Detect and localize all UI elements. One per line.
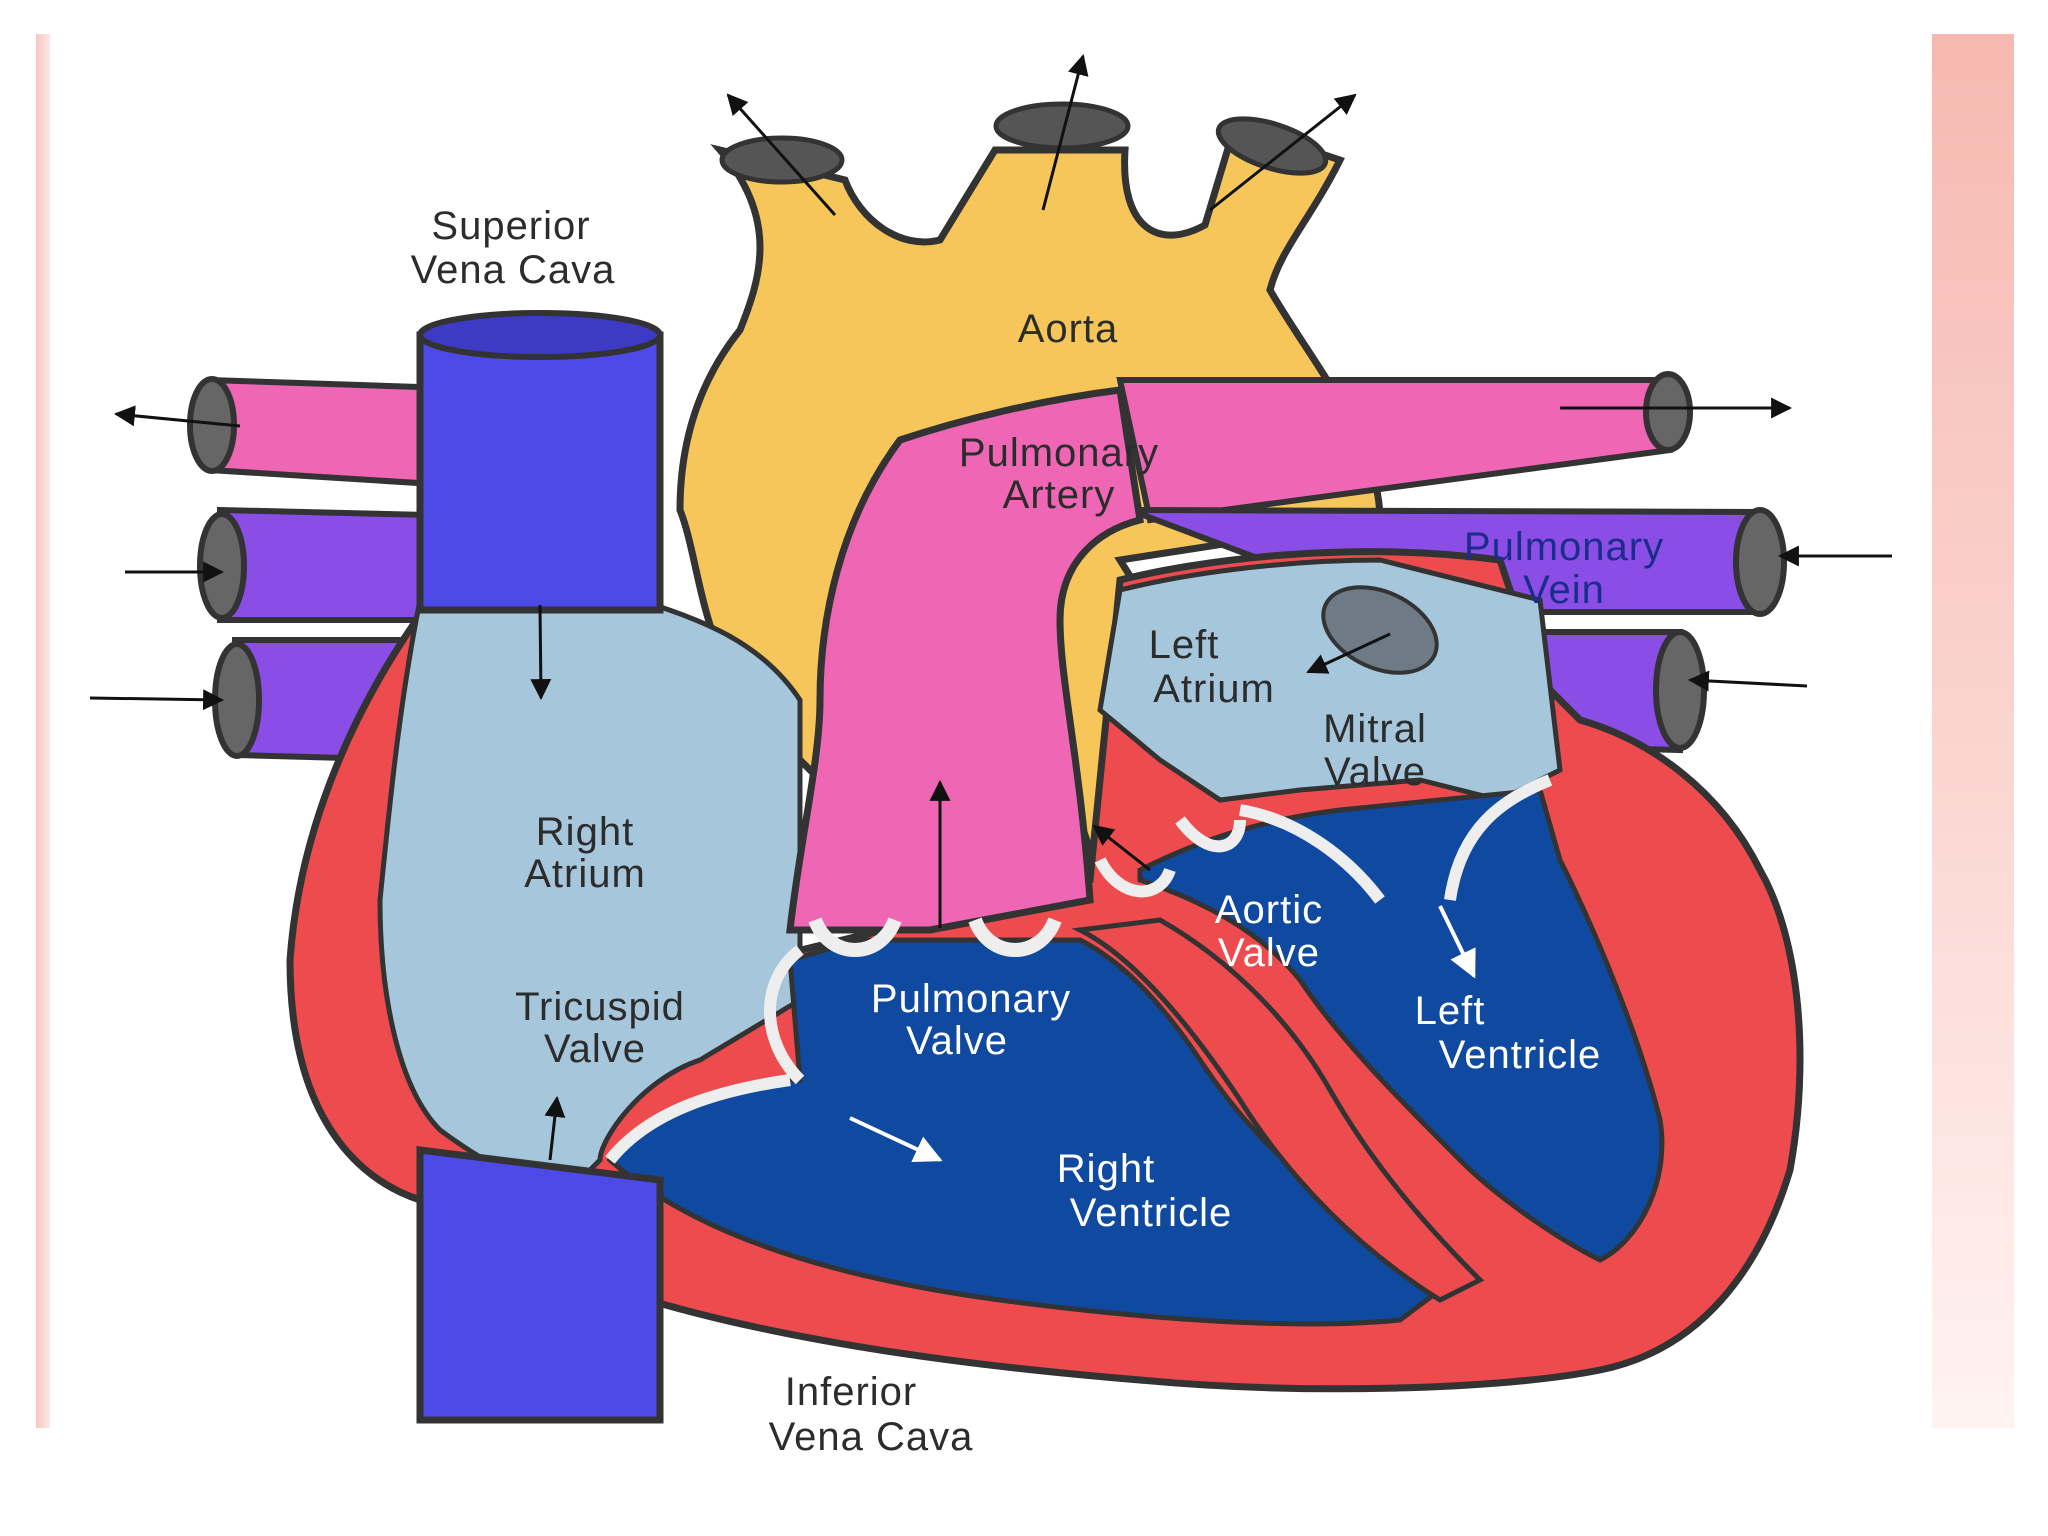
label-pulmonary-artery-line1: Pulmonary xyxy=(959,431,1159,475)
pulmonary-artery-trunk xyxy=(786,386,1144,934)
label-tricuspid-valve-line2: Valve xyxy=(544,1027,646,1071)
right-border-strip xyxy=(1932,34,2014,1428)
label-aortic-valve-line1: Aortic xyxy=(1215,888,1323,932)
label-left-ventricle-line1: Left xyxy=(1415,989,1486,1033)
left-border-strip xyxy=(36,34,50,1428)
label-left-atrium-line2: Atrium xyxy=(1153,667,1275,711)
label-mitral-valve-line1: Mitral xyxy=(1323,707,1427,751)
label-superior-vena-cava-line1: Superior xyxy=(431,204,590,248)
pulmonary-valve xyxy=(808,917,1062,957)
label-pulmonary-vein-line1: Pulmonary xyxy=(1464,525,1664,569)
label-left-ventricle-line2: Ventricle xyxy=(1439,1033,1601,1077)
inferior-vena-cava xyxy=(416,1146,664,1424)
label-pulmonary-vein-line2: Vein xyxy=(1523,568,1605,612)
label-superior-vena-cava-line2: Vena Cava xyxy=(411,248,616,292)
left-pulmonary-vein-upper xyxy=(197,506,433,623)
label-aorta: Aorta xyxy=(1018,307,1119,351)
flow-arrows-white xyxy=(849,905,1476,1163)
label-right-atrium-line2: Atrium xyxy=(524,852,646,896)
left-pulmonary-artery-branch xyxy=(187,376,453,489)
label-right-ventricle-line2: Ventricle xyxy=(1070,1191,1232,1235)
aortic-valve xyxy=(1094,816,1246,898)
label-right-atrium-line1: Right xyxy=(536,810,634,854)
label-tricuspid-valve-line1: Tricuspid xyxy=(515,985,685,1029)
label-inferior-vena-cava-line1: Inferior xyxy=(785,1370,918,1414)
label-pulmonary-artery-line2: Artery xyxy=(1003,473,1116,517)
label-left-atrium-line1: Left xyxy=(1149,623,1220,667)
tricuspid-valve xyxy=(605,945,805,1164)
label-inferior-vena-cava-line2: Vena Cava xyxy=(769,1415,974,1459)
mitral-valve xyxy=(1238,774,1553,904)
label-aortic-valve-line2: Valve xyxy=(1218,931,1320,975)
interventricular-septum xyxy=(1071,917,1485,1303)
right-pulmonary-artery-branch xyxy=(1116,371,1693,524)
superior-vena-cava xyxy=(416,310,664,614)
label-pulmonary-valve-line1: Pulmonary xyxy=(871,977,1071,1021)
left-ventricle-chamber xyxy=(1137,787,1665,1263)
flow-arrows xyxy=(89,53,1892,1161)
label-right-ventricle-line1: Right xyxy=(1057,1147,1155,1191)
label-mitral-valve-line2: Valve xyxy=(1324,750,1426,794)
label-pulmonary-valve-line2: Valve xyxy=(906,1019,1008,1063)
